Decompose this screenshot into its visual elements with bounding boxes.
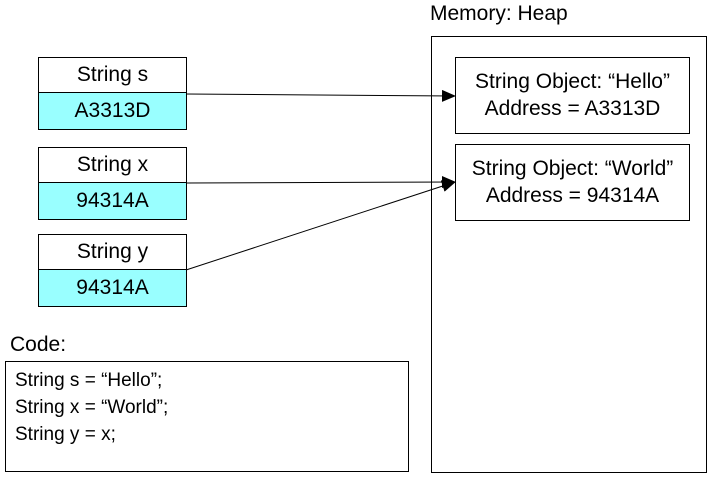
heap-object-hello: String Object: “Hello” Address = A3313D: [455, 57, 690, 134]
object-address-label: Address = A3313D: [484, 97, 661, 120]
object-address-label: Address = 94314A: [485, 184, 660, 207]
code-line: String y = x;: [15, 424, 116, 445]
object-type-label: String Object: “Hello”: [475, 70, 670, 93]
variable-name: String s: [39, 58, 186, 93]
code-label: Code:: [10, 333, 67, 356]
code-box: String s = “Hello”; String x = “World”; …: [5, 361, 409, 472]
object-type-label: String Object: “World”: [471, 157, 674, 180]
heap-object-world: String Object: “World” Address = 94314A: [455, 144, 690, 221]
variable-value: 94314A: [39, 183, 186, 219]
variable-box-s: String s A3313D: [38, 57, 187, 130]
variable-value: 94314A: [39, 270, 186, 306]
arrow-y-to-world: [185, 180, 456, 271]
arrow-x-to-world: [185, 176, 456, 189]
variable-value: A3313D: [39, 93, 186, 129]
variable-name: String y: [39, 235, 186, 270]
variable-name: String x: [39, 148, 186, 183]
variable-box-x: String x 94314A: [38, 147, 187, 220]
heap-region: [431, 36, 707, 473]
arrow-s-to-hello: [185, 89, 456, 102]
heap-label: Memory: Heap: [430, 2, 568, 25]
code-line: String x = “World”;: [15, 397, 169, 418]
variable-box-y: String y 94314A: [38, 234, 187, 307]
code-line: String s = “Hello”;: [15, 370, 163, 391]
